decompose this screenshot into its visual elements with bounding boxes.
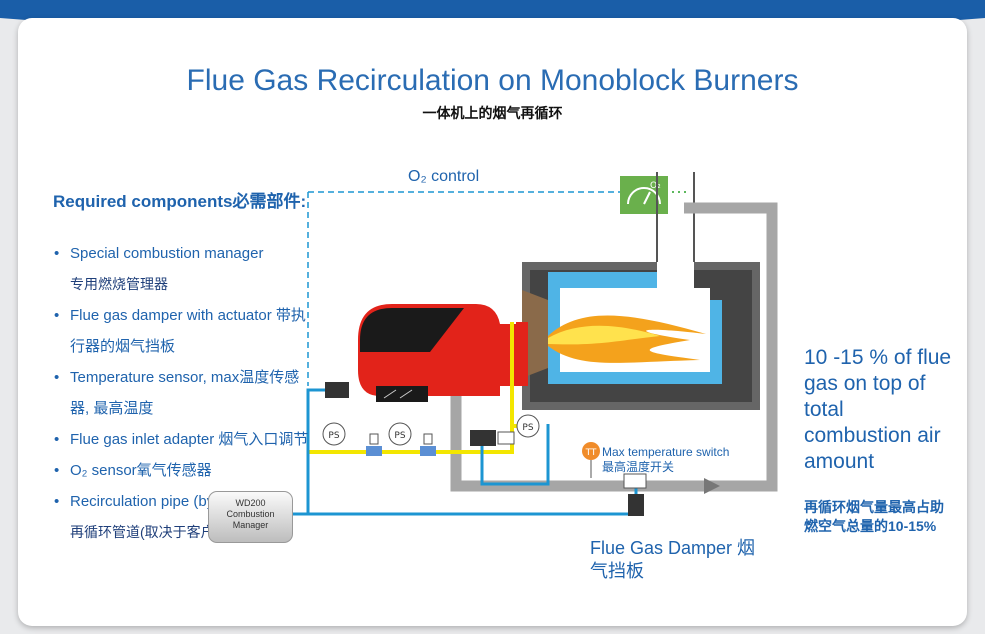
manager-line1: WD200	[235, 498, 266, 508]
item-zh: 再循环管道(取决于客户)	[70, 524, 220, 540]
max-temp-label: Max temperature switch 最高温度开关	[602, 445, 729, 475]
ps-gauge-2: PS	[388, 422, 412, 446]
fg-damper-box	[628, 494, 644, 516]
item-en: Special combustion manager	[70, 245, 264, 262]
item-zh: 专用燃烧管理器	[70, 276, 168, 292]
o2-control-label: O₂ control	[408, 168, 480, 185]
manager-line2: Combustion	[226, 509, 275, 519]
right-note-en: 10 -15 % of flue gas on top of total com…	[804, 346, 952, 473]
damper-label: Flue Gas Damper 烟气挡板	[590, 538, 756, 581]
gas-valve-1	[366, 433, 382, 456]
chimney	[656, 172, 695, 262]
max-temp-en: Max temperature switch	[602, 445, 730, 459]
list-item: Flue gas inlet adapter 烟气入口调节	[50, 424, 312, 455]
item-en: Flue gas inlet adapter 烟气入口调节	[70, 431, 309, 448]
required-heading: Required components必需部件:	[53, 192, 307, 211]
gas-valve-2	[420, 433, 436, 456]
ps-gauge-3: PS	[516, 414, 540, 438]
tt-label: TT	[585, 448, 597, 458]
manager-line3: Manager	[232, 520, 269, 530]
ps-gauge-1: PS	[322, 422, 346, 446]
damper-actuator	[470, 430, 496, 446]
page-title: Flue Gas Recirculation on Monoblock Burn…	[186, 64, 799, 97]
temp-sensor-box	[325, 382, 349, 398]
flame	[548, 315, 706, 363]
max-temp-zh: 最高温度开关	[602, 460, 675, 474]
o2-badge-text: O₂	[650, 181, 661, 191]
damper-valve	[497, 431, 515, 445]
item-en: O₂ sensor氧气传感器	[70, 462, 212, 479]
item-en: Temperature sensor, max温度传感器, 最高温度	[70, 369, 300, 417]
required-list: Special combustion manager 专用燃烧管理器 Flue g…	[50, 238, 312, 548]
ps-label-2: PS	[394, 431, 405, 441]
burner-body	[358, 304, 528, 402]
o2-sensor-icon: O₂	[620, 176, 668, 214]
fg-damper-valve	[623, 473, 647, 489]
ps-label-1: PS	[328, 431, 339, 441]
list-item: Flue gas damper with actuator 带执行器的烟气挡板	[50, 300, 312, 362]
list-item: O₂ sensor氧气传感器	[50, 455, 312, 486]
item-en: Flue gas damper with actuator 带执行器的烟气挡板	[70, 307, 306, 355]
tt-sensor: TT	[582, 442, 600, 478]
list-item: Temperature sensor, max温度传感器, 最高温度	[50, 362, 312, 424]
flow-arrow	[704, 478, 720, 494]
burner-cone	[522, 290, 548, 378]
combustion-manager-box: WD200 Combustion Manager	[208, 491, 293, 543]
page-subtitle: 一体机上的烟气再循环	[422, 105, 563, 121]
ps-label-3: PS	[522, 423, 533, 433]
right-note-zh: 再循环烟气量最高占助燃空气总量的10-15%	[804, 499, 944, 534]
list-item: Special combustion manager 专用燃烧管理器	[50, 238, 312, 300]
